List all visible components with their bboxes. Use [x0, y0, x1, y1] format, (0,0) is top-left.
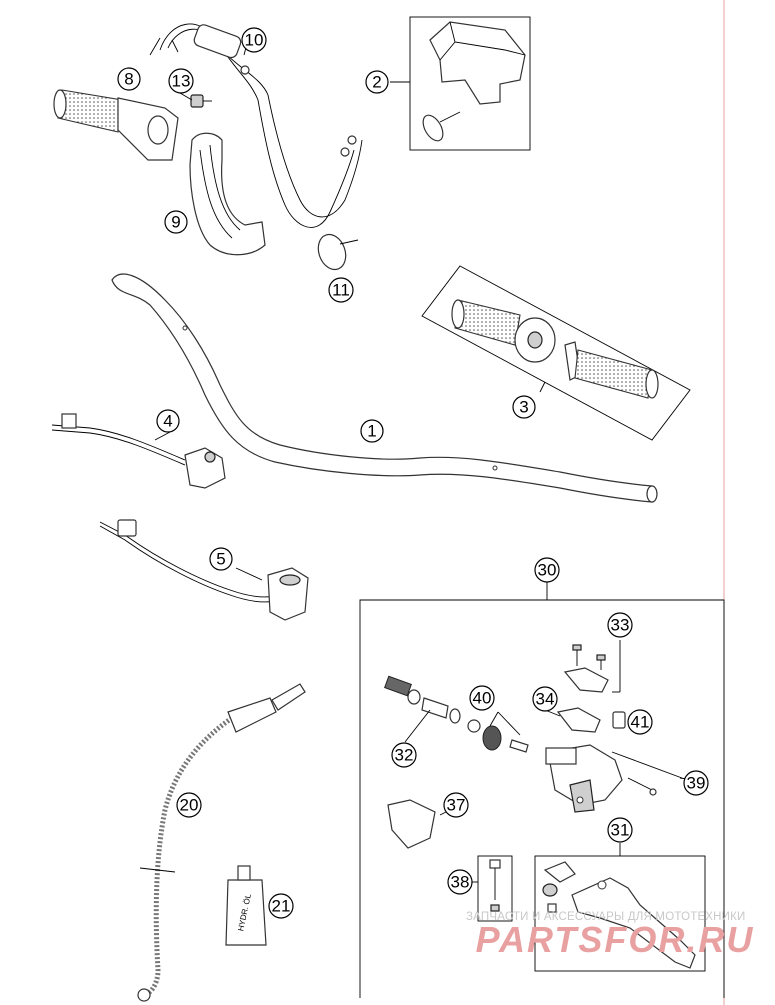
callout-13: 13	[168, 68, 194, 94]
cover-screws	[572, 640, 621, 692]
handlebar	[111, 273, 658, 503]
svg-text:1: 1	[367, 422, 376, 441]
start-switch	[99, 519, 309, 621]
callout-40: 40	[469, 685, 495, 711]
callout-34: 34	[532, 686, 558, 712]
master-cylinder	[545, 744, 623, 813]
brake-lever-box	[534, 843, 706, 972]
callout-33: 33	[607, 612, 633, 638]
piston-assembly	[384, 675, 481, 733]
callout-38: 38	[447, 869, 473, 895]
callout-4: 4	[156, 409, 180, 433]
throttle-grip	[53, 89, 179, 161]
lever-pin	[611, 751, 683, 796]
callout-41: 41	[627, 709, 653, 735]
grip-set-box	[421, 265, 691, 441]
oil-bottle: HYDR. ÖL	[225, 865, 267, 946]
svg-text:30: 30	[538, 561, 557, 580]
svg-text:39: 39	[687, 774, 706, 793]
watermark-brand: PARTSFOR.RU	[476, 919, 755, 960]
svg-text:31: 31	[611, 821, 630, 840]
dust-boot	[482, 711, 529, 753]
svg-text:9: 9	[171, 213, 180, 232]
svg-text:32: 32	[395, 746, 414, 765]
svg-text:38: 38	[451, 873, 470, 892]
handlebar-clamp	[387, 799, 436, 849]
callout-5: 5	[209, 547, 233, 571]
svg-text:33: 33	[611, 616, 630, 635]
svg-text:10: 10	[245, 31, 264, 50]
callout-1: 1	[360, 419, 384, 443]
svg-text:21: 21	[272, 897, 291, 916]
throttle-cables	[149, 23, 363, 228]
svg-text:4: 4	[163, 412, 172, 431]
callout-32: 32	[391, 742, 417, 768]
svg-text:11: 11	[332, 281, 350, 300]
callout-8: 8	[117, 67, 141, 91]
callout-11: 11	[328, 277, 354, 303]
callout-30: 30	[534, 557, 560, 583]
reservoir-diaphragm	[556, 707, 601, 733]
kill-switch	[51, 413, 226, 489]
bolt-box	[477, 855, 513, 922]
callout-31: 31	[607, 817, 633, 843]
svg-text:8: 8	[124, 70, 133, 89]
callout-3: 3	[512, 395, 536, 419]
svg-text:3: 3	[519, 398, 528, 417]
callout-39: 39	[683, 770, 709, 796]
watermark-tagline: ЗАПЧАСТИ И АКСЕССУАРЫ ДЛЯ МОТОТЕХНИКИ	[466, 911, 746, 923]
svg-text:37: 37	[447, 796, 466, 815]
svg-text:13: 13	[172, 72, 191, 91]
master-cylinder-box	[359, 582, 725, 998]
svg-text:20: 20	[180, 796, 199, 815]
sleeve-part	[612, 711, 626, 729]
callout-37: 37	[443, 792, 469, 818]
callout-10: 10	[241, 27, 267, 53]
callout-21: 21	[268, 893, 294, 919]
callout-20: 20	[176, 792, 202, 818]
svg-text:2: 2	[372, 73, 381, 92]
callout-2: 2	[365, 70, 389, 94]
reservoir-cover	[563, 667, 609, 693]
throttle-housing-cover	[189, 132, 266, 256]
protector-box	[409, 16, 531, 151]
callout-9: 9	[164, 210, 188, 234]
screw-part	[190, 94, 212, 108]
svg-text:34: 34	[536, 690, 555, 709]
svg-text:41: 41	[631, 713, 650, 732]
cable-tie	[317, 233, 359, 271]
svg-text:40: 40	[473, 689, 492, 708]
hydraulic-line	[137, 683, 306, 1002]
svg-text:5: 5	[216, 550, 225, 569]
